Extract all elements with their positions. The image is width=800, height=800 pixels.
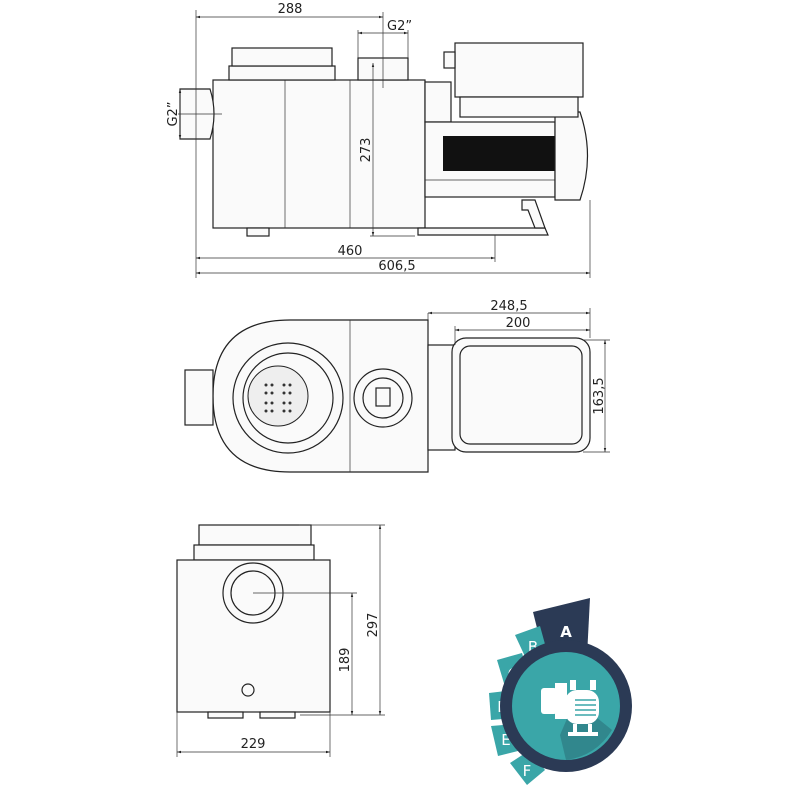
class-a-label: A <box>560 623 572 641</box>
junction-box-top <box>451 337 591 453</box>
dim-273: 273 <box>359 138 374 163</box>
strainer-lid-front <box>198 524 312 546</box>
front-view: 297 189 229 <box>176 524 385 757</box>
dim-606-5: 606,5 <box>378 259 415 274</box>
drain-plug <box>241 683 255 697</box>
base-rail <box>417 227 549 236</box>
cable-gland <box>443 51 456 69</box>
inlet-port-top <box>184 369 214 426</box>
dim-288: 288 <box>278 2 303 17</box>
dim-inlet-g2: G2” <box>166 101 181 126</box>
dim-189: 189 <box>338 648 353 673</box>
class-b-label: B <box>528 638 538 656</box>
side-view: 288 G2” G2” 273 460 606,5 <box>166 2 591 278</box>
dim-229: 229 <box>241 737 266 752</box>
strainer-body <box>212 79 426 229</box>
top-view: 248,5 200 163,5 <box>184 299 610 473</box>
dim-460: 460 <box>338 244 363 259</box>
motor-end-cap <box>554 111 589 201</box>
dim-297: 297 <box>366 613 381 638</box>
strainer-basket <box>247 365 309 427</box>
strainer-lid <box>231 47 333 67</box>
class-f-label: F <box>523 762 532 780</box>
class-e-label: E <box>501 731 510 749</box>
dim-outlet-g2: G2” <box>387 19 412 34</box>
motor-foot <box>521 199 546 229</box>
dim-248-5: 248,5 <box>490 299 527 314</box>
motor-vent <box>443 136 555 171</box>
dim-200: 200 <box>506 316 531 331</box>
junction-box <box>454 42 584 98</box>
energy-class-badge: A B C D E F <box>489 598 632 785</box>
dim-163-5: 163,5 <box>592 377 607 414</box>
